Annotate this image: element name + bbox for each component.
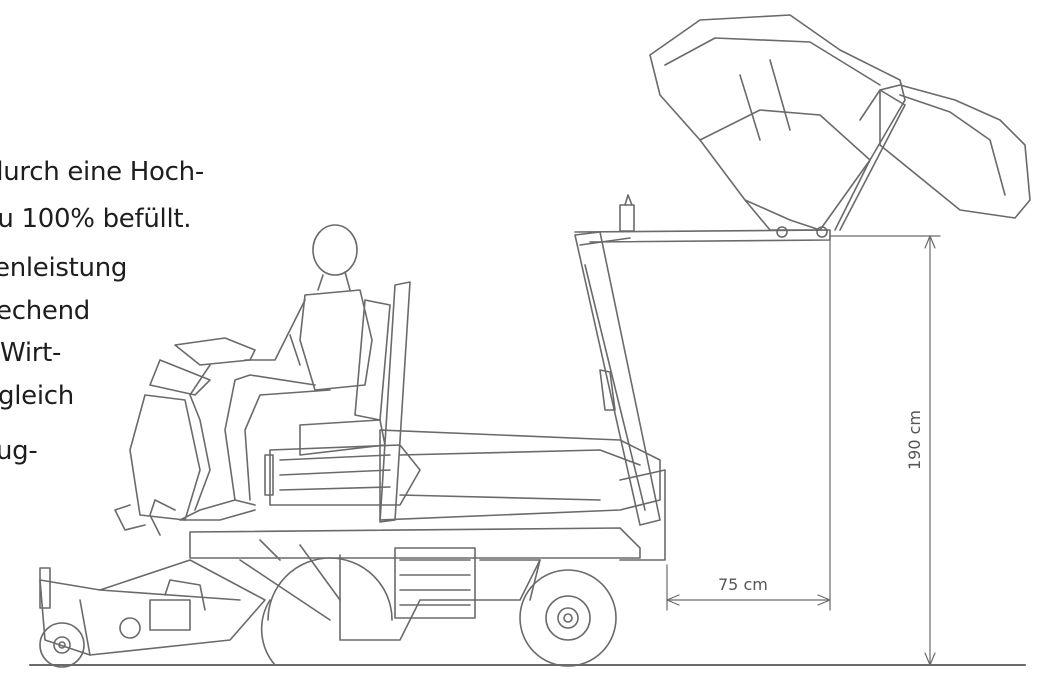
chassis [189, 527, 641, 641]
rear-wheel [519, 569, 617, 667]
mower-deck [39, 559, 266, 656]
text-line: durch eine Hoch- [0, 157, 204, 187]
lift-boom [574, 229, 831, 243]
lift-mast [574, 194, 666, 561]
text-line: ug- [0, 436, 38, 466]
reach-dimension [666, 235, 831, 611]
steering-console [114, 337, 256, 531]
front-caster-wheel [39, 622, 85, 668]
reach-dimension-label: 75 cm [718, 575, 768, 594]
operator-figure [149, 224, 373, 536]
engine-body [264, 429, 661, 521]
seat [299, 281, 411, 523]
height-dimension [829, 235, 941, 666]
dump-lid [834, 84, 1031, 231]
height-dimension-label: 190 cm [905, 410, 924, 470]
description-text-block: durch eine Hoch- zu 100% befüllt. enleis… [0, 0, 280, 673]
text-line: enleistung [0, 253, 128, 283]
text-line: Wirt- [0, 338, 62, 368]
front-wheel [260, 557, 393, 666]
text-line: gleich [0, 381, 74, 411]
text-line: echend [0, 296, 90, 326]
grass-catcher [649, 14, 906, 238]
text-line: zu 100% befüllt. [0, 204, 192, 234]
